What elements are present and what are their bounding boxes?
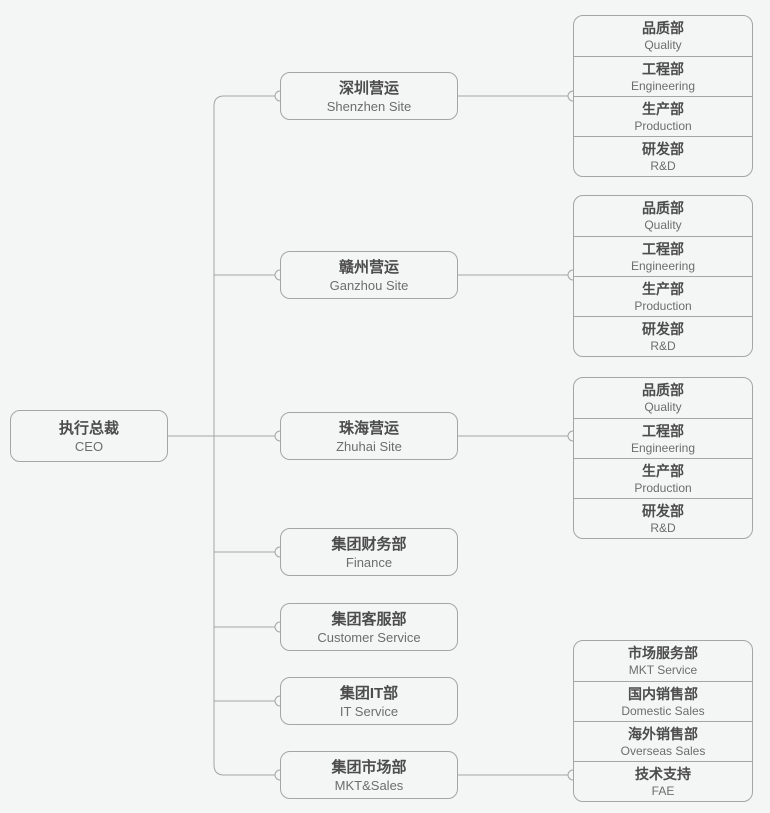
- dept-row-engineering[interactable]: 工程部 Engineering: [574, 56, 752, 96]
- node-title-zh: 执行总裁: [58, 419, 119, 437]
- dept-title-zh: 生产部: [642, 462, 684, 479]
- dept-row-overseas-sales[interactable]: 海外销售部 Overseas Sales: [574, 721, 752, 761]
- node-mkt-sales[interactable]: 集团市场部 MKT&Sales: [280, 751, 458, 799]
- node-title-en: Zhuhai Site: [336, 438, 402, 454]
- dept-title-en: MKT Service: [628, 663, 698, 677]
- dept-title-zh: 研发部: [642, 320, 684, 337]
- node-title-zh: 集团财务部: [331, 535, 407, 553]
- dept-group-mkt-sales: 市场服务部 MKT Service 国内销售部 Domestic Sales 海…: [573, 640, 753, 802]
- dept-row-engineering[interactable]: 工程部 Engineering: [574, 236, 752, 276]
- dept-title-en: R&D: [650, 158, 676, 173]
- dept-group-shenzhen: 品质部 Quality 工程部 Engineering 生产部 Producti…: [573, 15, 753, 177]
- node-title-zh: 珠海营运: [338, 419, 399, 437]
- node-finance[interactable]: 集团财务部 Finance: [280, 528, 458, 576]
- dept-title-en: Production: [634, 118, 692, 133]
- dept-row-rd[interactable]: 研发部 R&D: [574, 498, 752, 538]
- dept-title-zh: 品质部: [642, 200, 684, 216]
- dept-title-en: Quality: [644, 38, 682, 52]
- node-title-en: Finance: [345, 554, 393, 570]
- node-it-service[interactable]: 集团IT部 IT Service: [280, 677, 458, 725]
- node-title-zh: 集团市场部: [331, 758, 407, 776]
- dept-title-en: Production: [634, 480, 692, 495]
- dept-row-quality[interactable]: 品质部 Quality: [574, 16, 752, 56]
- node-shenzhen-site[interactable]: 深圳营运 Shenzhen Site: [280, 72, 458, 120]
- dept-row-production[interactable]: 生产部 Production: [574, 276, 752, 316]
- dept-title-zh: 研发部: [642, 502, 684, 519]
- dept-row-domestic-sales[interactable]: 国内销售部 Domestic Sales: [574, 681, 752, 721]
- dept-title-en: Overseas Sales: [620, 743, 706, 758]
- dept-title-en: Engineering: [630, 78, 696, 93]
- node-title-zh: 深圳营运: [338, 79, 399, 97]
- dept-title-en: Engineering: [630, 440, 696, 455]
- dept-row-rd[interactable]: 研发部 R&D: [574, 316, 752, 356]
- node-title-zh: 集团客服部: [331, 610, 407, 628]
- dept-title-zh: 生产部: [642, 100, 684, 117]
- dept-title-en: R&D: [650, 520, 676, 535]
- node-title-en: CEO: [74, 438, 104, 454]
- dept-title-zh: 技术支持: [635, 765, 691, 782]
- dept-group-zhuhai: 品质部 Quality 工程部 Engineering 生产部 Producti…: [573, 377, 753, 539]
- dept-title-zh: 品质部: [642, 382, 684, 398]
- dept-title-zh: 工程部: [642, 240, 684, 257]
- node-title-zh: 赣州营运: [338, 258, 399, 276]
- dept-title-zh: 研发部: [642, 140, 684, 157]
- dept-row-mkt-service[interactable]: 市场服务部 MKT Service: [574, 641, 752, 681]
- dept-title-zh: 生产部: [642, 280, 684, 297]
- dept-group-ganzhou: 品质部 Quality 工程部 Engineering 生产部 Producti…: [573, 195, 753, 357]
- node-title-en: IT Service: [339, 703, 399, 719]
- node-title-en: Shenzhen Site: [326, 98, 412, 114]
- dept-row-engineering[interactable]: 工程部 Engineering: [574, 418, 752, 458]
- dept-title-zh: 国内销售部: [628, 685, 698, 702]
- node-zhuhai-site[interactable]: 珠海营运 Zhuhai Site: [280, 412, 458, 460]
- dept-row-quality[interactable]: 品质部 Quality: [574, 196, 752, 236]
- dept-title-en: Domestic Sales: [621, 703, 705, 718]
- dept-title-en: Quality: [644, 218, 682, 232]
- node-ceo[interactable]: 执行总裁 CEO: [10, 410, 168, 462]
- dept-title-en: FAE: [651, 783, 675, 798]
- node-ganzhou-site[interactable]: 赣州营运 Ganzhou Site: [280, 251, 458, 299]
- node-title-en: Customer Service: [317, 629, 421, 645]
- node-customer-service[interactable]: 集团客服部 Customer Service: [280, 603, 458, 651]
- dept-title-en: Engineering: [630, 258, 696, 273]
- dept-title-zh: 品质部: [642, 20, 684, 36]
- dept-title-zh: 海外销售部: [628, 725, 698, 742]
- dept-title-zh: 工程部: [642, 422, 684, 439]
- dept-title-zh: 市场服务部: [628, 645, 698, 661]
- dept-row-fae[interactable]: 技术支持 FAE: [574, 761, 752, 801]
- node-title-en: MKT&Sales: [334, 777, 404, 793]
- dept-row-quality[interactable]: 品质部 Quality: [574, 378, 752, 418]
- dept-title-zh: 工程部: [642, 60, 684, 77]
- node-title-zh: 集团IT部: [339, 684, 399, 702]
- dept-row-production[interactable]: 生产部 Production: [574, 458, 752, 498]
- dept-title-en: R&D: [650, 338, 676, 353]
- connector-line-trunk: [213, 95, 275, 776]
- dept-row-production[interactable]: 生产部 Production: [574, 96, 752, 136]
- dept-row-rd[interactable]: 研发部 R&D: [574, 136, 752, 176]
- dept-title-en: Quality: [644, 400, 682, 414]
- node-title-en: Ganzhou Site: [329, 277, 409, 293]
- dept-title-en: Production: [634, 298, 692, 313]
